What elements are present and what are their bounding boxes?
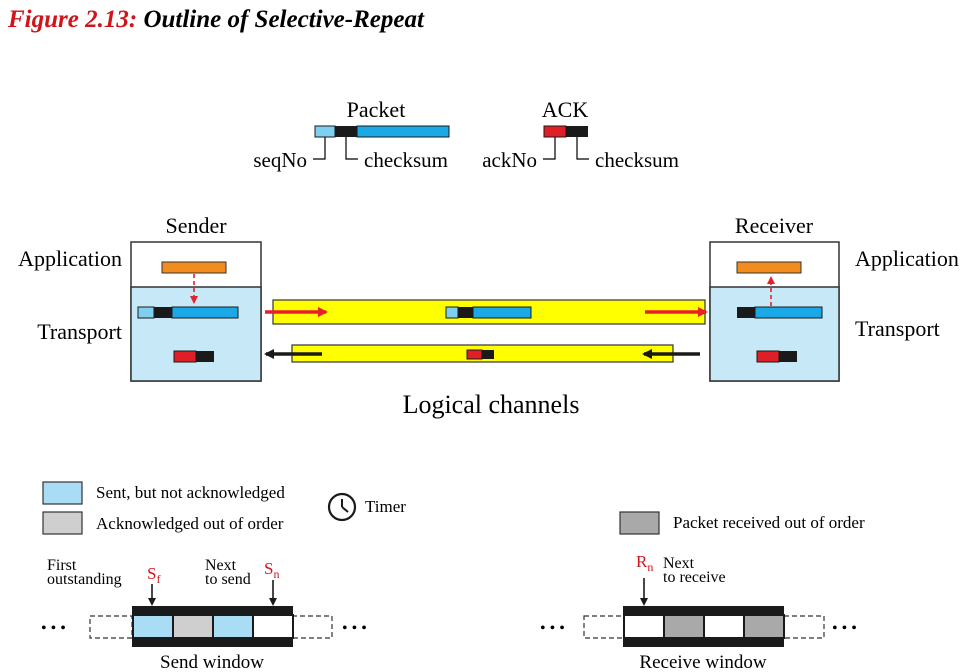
next-to-receive-line1: Next bbox=[663, 555, 695, 572]
receive-window-slot-empty bbox=[703, 614, 745, 639]
sender-ack-checksum bbox=[196, 351, 214, 362]
receive-window-bottom-bar bbox=[623, 638, 784, 647]
ack-checksum-field bbox=[566, 126, 588, 137]
legend-acked-label: Acknowledged out of order bbox=[96, 514, 284, 533]
send-window-slot-acked bbox=[172, 614, 214, 639]
sender-packet-body bbox=[171, 306, 239, 319]
ack-no-field bbox=[543, 125, 567, 138]
receive-window-slot-empty bbox=[623, 614, 665, 639]
packet-seq-field bbox=[314, 125, 336, 138]
send-window-slots bbox=[132, 614, 294, 639]
legend-sent-label: Sent, but not acknowledged bbox=[96, 483, 285, 502]
packet-seq-leader bbox=[313, 137, 326, 160]
next-to-send-line2: to send bbox=[205, 571, 251, 588]
send-right-ellipsis: • • • bbox=[342, 620, 367, 637]
receive-window-top-bar bbox=[623, 606, 784, 615]
figure-title: Figure 2.13: Outline of Selective-Repeat bbox=[8, 6, 424, 34]
receive-window-slot-received bbox=[663, 614, 705, 639]
ack-checksum-label: checksum bbox=[595, 148, 679, 172]
receiver-ack-no bbox=[756, 350, 780, 363]
legend-timer-label: Timer bbox=[365, 497, 406, 516]
packet-checksum-field bbox=[335, 126, 357, 137]
send-left-ellipsis: • • • bbox=[41, 620, 66, 637]
sender-application-label: Application bbox=[18, 246, 122, 271]
receiver: Receiver Application Transport bbox=[709, 213, 959, 382]
send-window-slot-empty bbox=[252, 614, 294, 639]
sn-pointer-label: Sn bbox=[264, 559, 279, 581]
channel-ack-no bbox=[466, 349, 483, 360]
send-window-label: Send window bbox=[160, 652, 264, 672]
rn-pointer-label: Rn bbox=[636, 552, 653, 574]
legend-swatch-received bbox=[619, 511, 660, 535]
receive-right-dashed-slot bbox=[783, 615, 825, 639]
ack-format: ACK ackNo checksum bbox=[482, 97, 679, 172]
channel-packet-body bbox=[472, 306, 532, 319]
receiver-ack-checksum bbox=[779, 351, 797, 362]
clock-icon bbox=[327, 492, 357, 522]
receive-window-slot-received bbox=[743, 614, 785, 639]
receive-left-dashed-slot bbox=[583, 615, 625, 639]
next-to-send-line1: Next bbox=[205, 557, 237, 574]
sender-ack-no bbox=[173, 350, 197, 363]
ack-no-label: ackNo bbox=[482, 148, 537, 172]
send-window-slot-sent bbox=[132, 614, 174, 639]
packet-format-title: Packet bbox=[347, 97, 406, 122]
sender-transport-label: Transport bbox=[37, 319, 122, 344]
receive-window-label: Receive window bbox=[639, 652, 766, 672]
ack-checksum-leader bbox=[576, 137, 589, 160]
next-to-receive-line2: to receive bbox=[663, 569, 726, 586]
receiver-title: Receiver bbox=[735, 213, 814, 238]
ack-format-title: ACK bbox=[542, 97, 589, 122]
sender-app-data bbox=[161, 261, 227, 274]
sender: Sender Application Transport bbox=[18, 213, 262, 382]
packet-checksum-label: checksum bbox=[364, 148, 448, 172]
send-window: First outstanding Next to send Sf Sn • •… bbox=[41, 557, 367, 672]
sender-title: Sender bbox=[165, 213, 227, 238]
receiver-transport-label: Transport bbox=[855, 316, 940, 341]
legend-swatch-sent bbox=[42, 481, 83, 505]
channel-packet-checksum bbox=[458, 307, 473, 318]
receiver-app-data bbox=[736, 261, 802, 274]
sender-packet-checksum bbox=[154, 307, 172, 318]
packet-body-field bbox=[356, 125, 450, 138]
receiver-packet-body bbox=[754, 306, 823, 319]
send-window-bottom-bar bbox=[132, 638, 293, 647]
figure-number: Figure 2.13: bbox=[8, 6, 138, 33]
legend-swatch-acked bbox=[42, 511, 83, 535]
send-right-dashed-slot bbox=[291, 615, 333, 639]
sender-packet-seq bbox=[137, 306, 155, 319]
logical-channels: Logical channels bbox=[264, 299, 708, 419]
ack-no-leader bbox=[543, 137, 556, 160]
packet-format: Packet seqNo checksum bbox=[253, 97, 450, 172]
receive-right-ellipsis: • • • bbox=[832, 620, 857, 637]
receive-window: Rn Next to receive • • • • • • Receive w… bbox=[540, 552, 857, 672]
channel-ack-checksum bbox=[482, 350, 494, 359]
first-outstanding-line2: outstanding bbox=[47, 571, 122, 588]
sf-pointer-label: Sf bbox=[147, 564, 160, 586]
legend: Sent, but not acknowledged Acknowledged … bbox=[42, 481, 865, 535]
legend-received-label: Packet received out of order bbox=[673, 513, 865, 532]
first-outstanding-line1: First bbox=[47, 557, 77, 574]
figure-caption: Outline of Selective-Repeat bbox=[143, 6, 424, 33]
sender-transport-layer bbox=[130, 286, 262, 382]
receiver-transport-layer bbox=[709, 286, 840, 382]
send-window-slot-sent bbox=[212, 614, 254, 639]
send-window-top-bar bbox=[132, 606, 293, 615]
packet-seq-label: seqNo bbox=[253, 148, 307, 172]
logical-channels-label: Logical channels bbox=[403, 390, 580, 419]
packet-checksum-leader bbox=[345, 137, 358, 160]
receiver-application-label: Application bbox=[855, 246, 959, 271]
receiver-packet-checksum bbox=[737, 307, 755, 318]
receive-window-slots bbox=[623, 614, 785, 639]
channel-packet-seq bbox=[445, 306, 459, 319]
send-left-dashed-slot bbox=[89, 615, 133, 639]
receive-left-ellipsis: • • • bbox=[540, 620, 565, 637]
